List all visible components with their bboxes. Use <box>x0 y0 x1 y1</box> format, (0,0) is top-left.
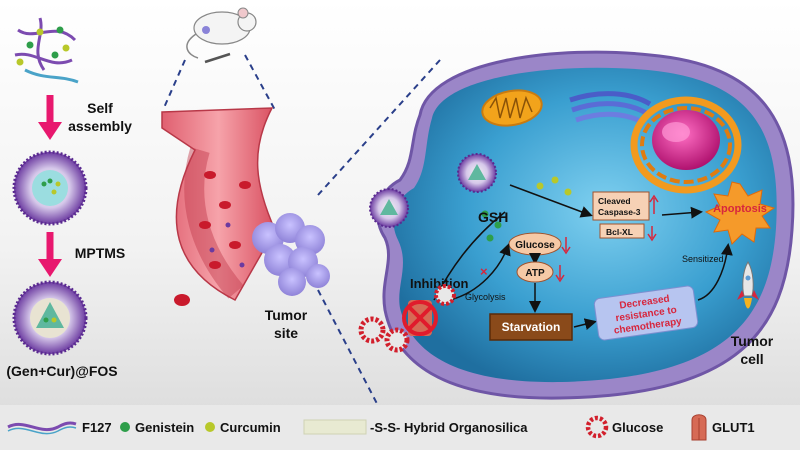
legend-curcumin: Curcumin <box>220 420 281 435</box>
gsh-label: GSH <box>478 209 508 225</box>
outside-nanoparticle-icon <box>369 188 409 228</box>
inhibition-label: Inhibition <box>410 276 469 291</box>
self-label: Self <box>87 100 113 116</box>
glucose-molecule-icon <box>358 284 456 353</box>
tumor-mass-icon <box>252 213 330 296</box>
legend-f127: F127 <box>82 420 112 435</box>
legend-glucose: Glucose <box>612 420 663 435</box>
inhibited-glut1-icon <box>402 300 438 336</box>
glycolysis-label: Glycolysis <box>465 292 506 302</box>
raw-materials-icon <box>14 17 79 84</box>
bclxl-label: Bcl-XL <box>606 227 633 237</box>
sensitized-label: Sensitized <box>682 254 724 264</box>
organosilica-icon <box>303 419 367 435</box>
legend-glut1: GLUT1 <box>712 420 755 435</box>
tumor-cell-label2: cell <box>740 351 763 367</box>
decreased-resistance-box: Decreased resistance to chemotherapy <box>593 285 699 341</box>
mptms-label: MPTMS <box>75 245 126 261</box>
mouse-icon <box>186 7 257 64</box>
legend-organosilica: -S-S- Hybrid Organosilica <box>370 420 528 435</box>
entering-nanoparticle-icon <box>457 153 497 193</box>
product-label: (Gen+Cur)@FOS <box>6 363 117 379</box>
atp-label: ATP <box>525 268 545 279</box>
glucose-label: Glucose <box>515 240 555 251</box>
blood-vessel-icon <box>161 107 276 306</box>
rocket-icon <box>737 261 759 309</box>
mitochondrion-icon <box>481 89 543 127</box>
genistein-icon <box>120 422 130 432</box>
synthesis-panel: Self assembly MPTMS (Gen+Cur)@FOS <box>6 17 132 379</box>
starvation-box: Starvation <box>489 313 573 341</box>
tumor-cell-label1: Tumor <box>731 333 774 349</box>
legend-genistein: Genistein <box>135 420 194 435</box>
tumor-cell-panel: GSH Cleaved Caspase-3 Bcl-XL Apoptosis G… <box>358 50 795 400</box>
apoptosis-burst: Apoptosis <box>704 181 776 245</box>
apoptosis-label: Apoptosis <box>713 203 767 215</box>
nucleus-icon <box>630 96 742 194</box>
f127-icon <box>7 421 77 432</box>
micelle-icon <box>12 150 88 226</box>
gen-cur-fos-nanoparticle-icon <box>12 280 88 356</box>
atp-oval: ATP <box>516 261 565 283</box>
circulation-panel: Tumor site <box>161 7 441 449</box>
legend: F127 Genistein Curcumin -S-S- Hybrid Org… <box>0 405 800 450</box>
assembly-label: assembly <box>68 118 132 134</box>
caspase-label: Caspase-3 <box>598 207 641 217</box>
curcumin-icon <box>205 422 215 432</box>
cleaved-label: Cleaved <box>598 196 631 206</box>
legend-bar <box>0 405 800 450</box>
starvation-label: Starvation <box>502 320 561 334</box>
glucose-icon <box>585 415 609 439</box>
glycolysis-cross: × <box>480 264 488 279</box>
tumor-site-label1: Tumor <box>265 307 308 323</box>
cleaved-caspase-box: Cleaved Caspase-3 <box>592 191 659 221</box>
bcl-xl-box: Bcl-XL <box>599 223 657 242</box>
tumor-site-label2: site <box>274 325 298 341</box>
